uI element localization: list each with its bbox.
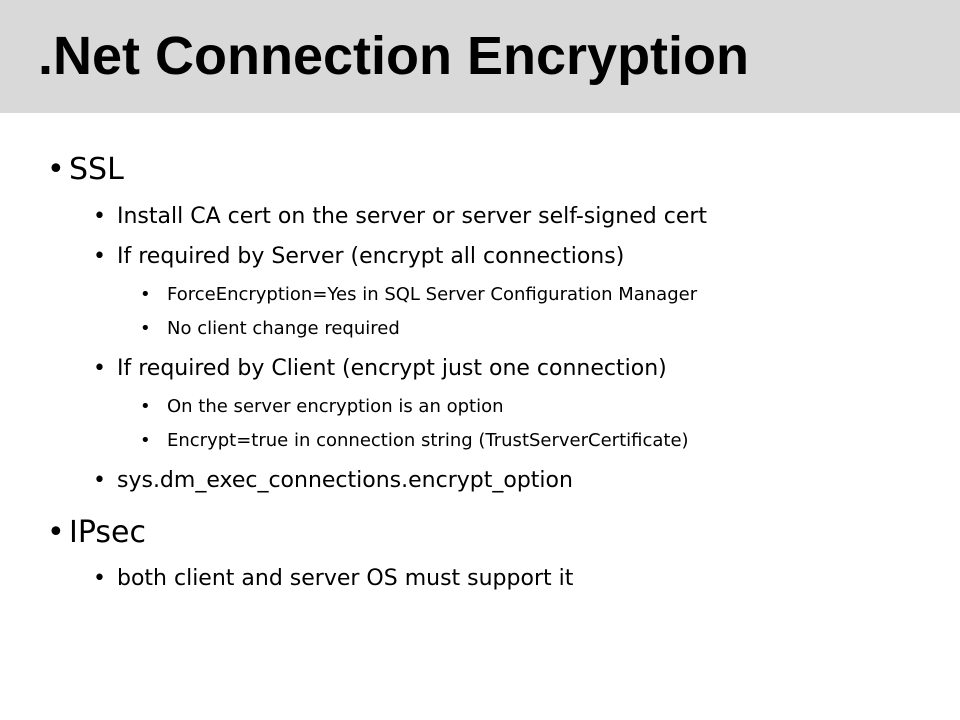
bullet-os-support: • both client and server OS must support… (93, 565, 573, 593)
slide-title: .Net Connection Encryption (38, 26, 750, 86)
bullet-dot: • (47, 152, 65, 187)
bullet-dot: • (93, 244, 106, 269)
bullet-text: IPsec (69, 515, 146, 550)
bullet-text: If required by Server (encrypt all conne… (117, 244, 625, 269)
bullet-text: Install CA cert on the server or server … (117, 204, 708, 229)
bullet-no-client-change: • No client change required (140, 317, 400, 341)
bullet-ssl: • SSL (47, 152, 124, 188)
bullet-text: SSL (69, 152, 124, 187)
bullet-dot: • (93, 356, 106, 381)
bullet-text: sys.dm_exec_connections.encrypt_option (117, 468, 573, 493)
bullet-force-encryption: • ForceEncryption=Yes in SQL Server Conf… (140, 283, 697, 307)
bullet-install-ca-cert: • Install CA cert on the server or serve… (93, 203, 707, 231)
bullet-dot: • (140, 284, 151, 305)
bullet-dot: • (140, 318, 151, 339)
bullet-required-by-server: • If required by Server (encrypt all con… (93, 243, 624, 271)
bullet-encrypt-true: • Encrypt=true in connection string (Tru… (140, 429, 689, 453)
bullet-encrypt-option: • sys.dm_exec_connections.encrypt_option (93, 467, 573, 495)
bullet-ipsec: • IPsec (47, 515, 146, 551)
bullet-text: No client change required (167, 318, 400, 339)
bullet-required-by-client: • If required by Client (encrypt just on… (93, 355, 667, 383)
bullet-dot: • (140, 396, 151, 417)
bullet-text: If required by Client (encrypt just one … (117, 356, 667, 381)
bullet-dot: • (93, 204, 106, 229)
title-bar: .Net Connection Encryption (0, 0, 960, 113)
bullet-text: On the server encryption is an option (167, 396, 504, 417)
bullet-dot: • (47, 515, 65, 550)
bullet-text: Encrypt=true in connection string (Trust… (167, 430, 689, 451)
bullet-text: ForceEncryption=Yes in SQL Server Config… (167, 284, 698, 305)
bullet-text: both client and server OS must support i… (117, 566, 574, 591)
bullet-dot: • (140, 430, 151, 451)
bullet-server-option: • On the server encryption is an option (140, 395, 504, 419)
bullet-dot: • (93, 566, 106, 591)
bullet-dot: • (93, 468, 106, 493)
